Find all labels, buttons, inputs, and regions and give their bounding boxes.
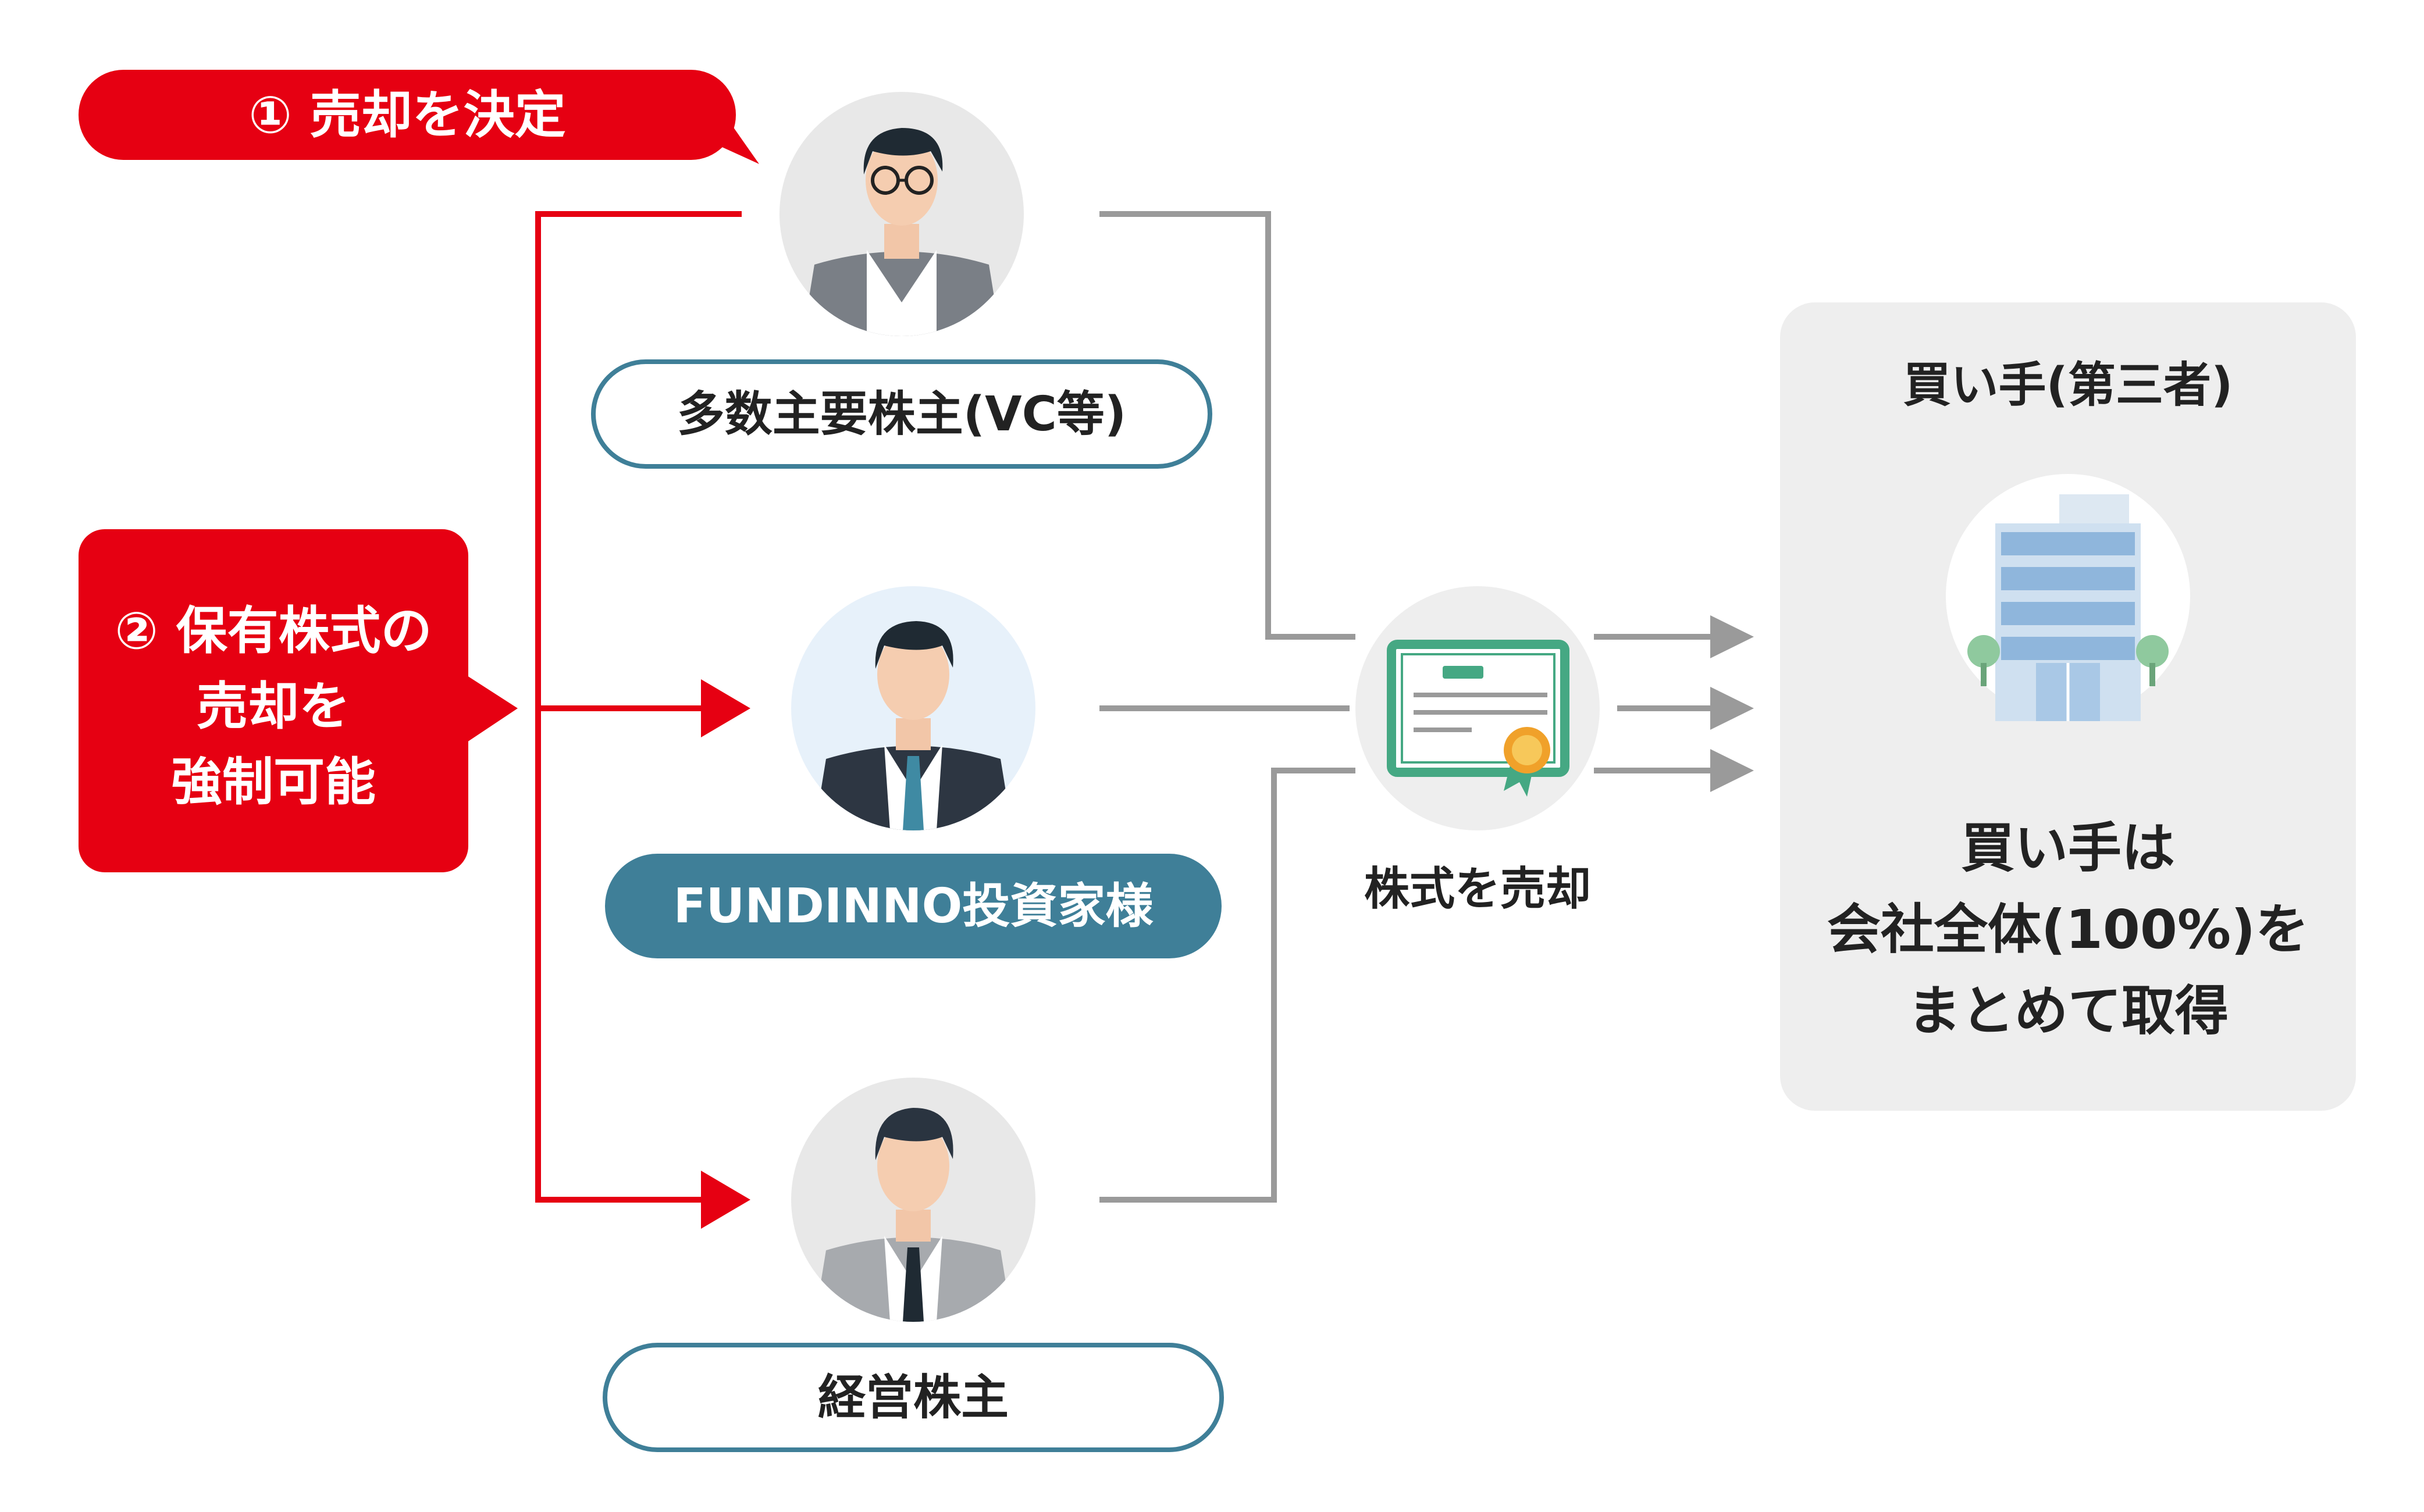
red-bracket bbox=[535, 211, 742, 1203]
red-arrow-fundinno bbox=[701, 679, 750, 737]
callout-step2-line-3: 強制可能 bbox=[171, 752, 376, 812]
gray-arrows bbox=[1594, 615, 1754, 792]
buyer-desc-line-2: 会社全体(100%)を bbox=[1827, 898, 2309, 961]
label-fundinno bbox=[605, 854, 1222, 958]
person-glasses-icon bbox=[779, 92, 1024, 336]
label-majority bbox=[591, 359, 1212, 469]
label-management-text: 経営株主 bbox=[818, 1370, 1009, 1425]
person-suit-icon bbox=[791, 586, 1035, 830]
building-icon bbox=[1946, 474, 2190, 721]
person-gray-suit-icon bbox=[791, 1078, 1035, 1322]
callout-step2: ② 保有株式の 売却を 強制可能 bbox=[79, 529, 518, 872]
label-fundinno-text: FUNDINNO投資家様 bbox=[674, 879, 1154, 934]
callout-step1-text: ① 売却を決定 bbox=[248, 85, 565, 145]
red-arrow-management bbox=[701, 1171, 750, 1229]
label-management bbox=[603, 1343, 1224, 1452]
callout-step2-line-2: 売却を bbox=[197, 676, 350, 736]
certificate-icon bbox=[1355, 586, 1600, 830]
callout-step2-line-1: ② 保有株式の bbox=[115, 601, 432, 661]
gray-connectors bbox=[1099, 211, 1355, 1203]
share-sale-label: 株式を売却 bbox=[1364, 863, 1591, 915]
label-majority-text: 多数主要株主(VC等) bbox=[677, 387, 1127, 442]
callout-step1: ① 売却を決定 bbox=[79, 70, 759, 164]
buyer-desc-line-3: まとめて取得 bbox=[1907, 980, 2229, 1042]
buyer-desc-line-1: 買い手は bbox=[1961, 817, 2175, 879]
buyer-title: 買い手(第三者) bbox=[1903, 358, 2233, 413]
